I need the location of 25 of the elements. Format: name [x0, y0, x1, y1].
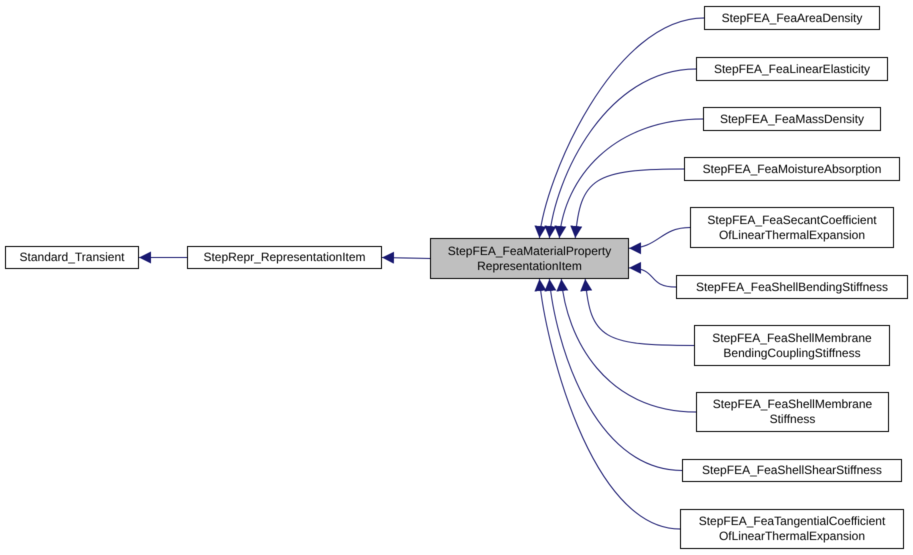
class-box: StepFEA_FeaMoistureAbsorption — [684, 157, 900, 181]
inheritance-arrow — [628, 262, 676, 288]
inheritance-arrow — [138, 252, 188, 264]
inheritance-arrow — [534, 278, 680, 530]
inheritance-arrow — [555, 118, 704, 238]
class-box: StepRepr_RepresentationItem — [187, 246, 382, 269]
inheritance-arrow — [570, 168, 684, 238]
inheritance-arrow — [545, 68, 696, 238]
class-box: StepFEA_FeaAreaDensity — [704, 6, 880, 30]
inheritance-arrow — [628, 227, 690, 254]
class-box: StepFEA_FeaMassDensity — [703, 107, 881, 131]
highlighted-class-box: StepFEA_FeaMaterialProperty RepresentationItem — [430, 238, 629, 279]
class-box: StepFEA_FeaTangentialCoefficient OfLinearThermalExpansion — [680, 509, 904, 549]
class-box: StepFEA_FeaShellShearStiffness — [682, 459, 902, 482]
inheritance-arrow — [556, 278, 696, 412]
inheritance-arrow — [544, 278, 682, 471]
inheritance-arrow — [382, 252, 430, 264]
inheritance-arrow — [580, 278, 694, 346]
class-box: StepFEA_FeaShellBendingStiffness — [676, 275, 908, 299]
class-box: StepFEA_FeaShellMembrane Stiffness — [696, 392, 889, 432]
class-box: StepFEA_FeaLinearElasticity — [696, 57, 888, 81]
class-box: StepFEA_FeaSecantCoefficient OfLinearThermalExpansion — [690, 207, 894, 248]
class-box: StepFEA_FeaShellMembrane BendingCouplingStiffness — [694, 325, 890, 366]
class-box: Standard_Transient — [5, 246, 139, 269]
inheritance-arrow — [535, 18, 704, 238]
